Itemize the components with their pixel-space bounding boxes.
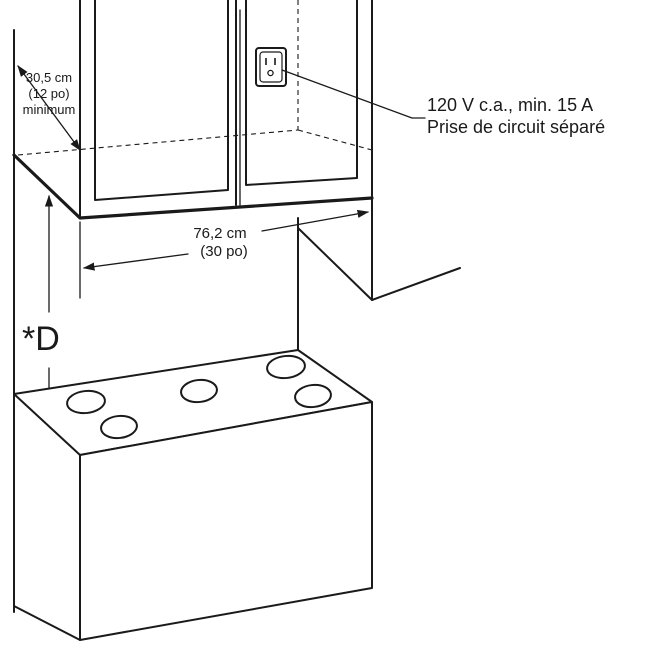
outlet-rating-label: 120 V c.a., min. 15 A (427, 95, 593, 115)
clearance-imperial-label: (12 po) (28, 86, 69, 101)
clearance-metric-label: 30,5 cm (26, 70, 72, 85)
hidden-edges (17, 0, 373, 411)
clearance-minimum-label: minimum (23, 102, 76, 117)
cooktop-burners (66, 354, 332, 440)
outlet-leader-line (281, 69, 426, 119)
upper-cabinet (12, 0, 374, 301)
burner-icon (180, 378, 218, 404)
width-arrow-right (261, 209, 370, 232)
clearance-arrow (17, 65, 81, 151)
burner-icon (266, 354, 306, 380)
width-imperial-label: (30 po) (200, 243, 248, 260)
width-arrow-left (82, 253, 189, 271)
burner-icon (66, 389, 106, 415)
burner-icon (100, 414, 138, 440)
width-metric-label: 76,2 cm (193, 225, 246, 242)
outlet-description-label: Prise de circuit séparé (427, 117, 605, 137)
burner-icon (294, 383, 332, 409)
outlet-icon (255, 47, 287, 87)
height-label: *D (22, 320, 60, 358)
